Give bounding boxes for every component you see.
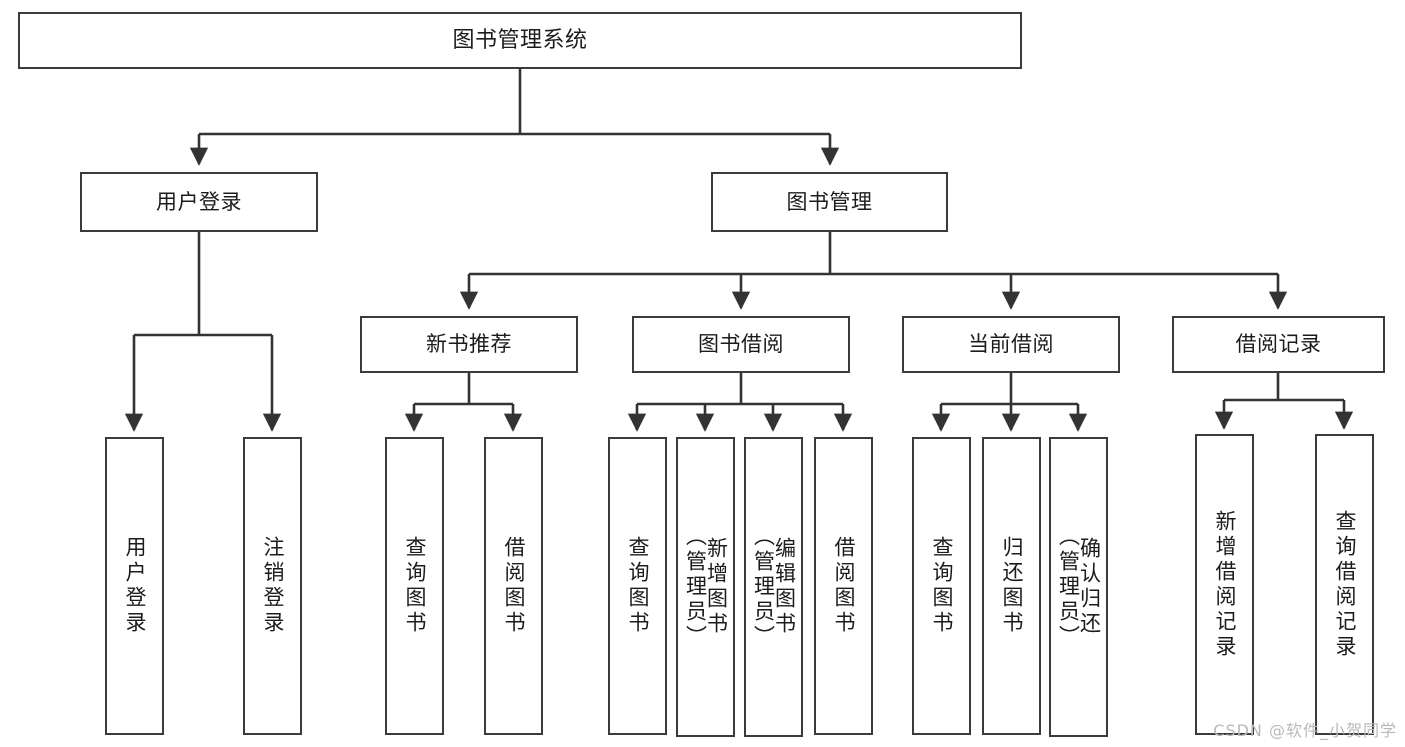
node-label: 用户登录	[123, 536, 147, 636]
node-label: 借阅图书	[502, 536, 526, 636]
node-label: 归还图书	[1000, 536, 1024, 636]
leaf-query-book-borrow[interactable]: 查询图书	[608, 437, 667, 735]
node-label: 新增借阅记录	[1213, 509, 1237, 660]
node-borrow-record[interactable]: 借阅记录	[1172, 316, 1385, 373]
leaf-add-borrow-record[interactable]: 新增借阅记录	[1195, 434, 1254, 735]
node-book-borrow[interactable]: 图书借阅	[632, 316, 850, 373]
node-label: 用户登录	[156, 189, 242, 214]
node-user-login[interactable]: 用户登录	[80, 172, 318, 232]
leaf-query-book-current[interactable]: 查询图书	[912, 437, 971, 735]
node-new-book-recommend[interactable]: 新书推荐	[360, 316, 578, 373]
node-label: 图书借阅	[698, 332, 784, 357]
leaf-query-book-recommend[interactable]: 查询图书	[385, 437, 444, 735]
leaf-return-book[interactable]: 归还图书	[982, 437, 1041, 735]
node-label: 借阅图书	[832, 536, 856, 636]
leaf-add-book-admin[interactable]: 新增图书 （管理员）	[676, 437, 735, 737]
node-label: 查询图书	[403, 536, 427, 636]
node-label: 编辑图书 （管理员）	[751, 524, 797, 650]
csdn-watermark: CSDN @软件_小贺同学	[1213, 721, 1397, 740]
node-label: 查询图书	[930, 536, 954, 636]
node-current-borrow[interactable]: 当前借阅	[902, 316, 1120, 373]
leaf-borrow-book-recommend[interactable]: 借阅图书	[484, 437, 543, 735]
node-label: 图书管理系统	[452, 27, 588, 53]
leaf-query-borrow-record[interactable]: 查询借阅记录	[1315, 434, 1374, 735]
leaf-logout[interactable]: 注销登录	[243, 437, 302, 735]
node-book-manage[interactable]: 图书管理	[711, 172, 948, 232]
node-label: 查询图书	[626, 536, 650, 636]
node-label: 查询借阅记录	[1333, 509, 1357, 660]
leaf-borrow-book[interactable]: 借阅图书	[814, 437, 873, 735]
node-label: 借阅记录	[1235, 332, 1322, 357]
node-label: 新书推荐	[426, 332, 512, 357]
node-label: 图书管理	[786, 189, 873, 214]
leaf-edit-book-admin[interactable]: 编辑图书 （管理员）	[744, 437, 803, 737]
node-label: 确认归还 （管理员）	[1056, 524, 1102, 650]
leaf-user-login[interactable]: 用户登录	[105, 437, 164, 735]
node-label: 新增图书 （管理员）	[683, 524, 729, 650]
node-root-system[interactable]: 图书管理系统	[18, 12, 1022, 69]
leaf-confirm-return-admin[interactable]: 确认归还 （管理员）	[1049, 437, 1108, 737]
node-label: 当前借阅	[968, 332, 1054, 357]
node-label: 注销登录	[261, 536, 285, 636]
